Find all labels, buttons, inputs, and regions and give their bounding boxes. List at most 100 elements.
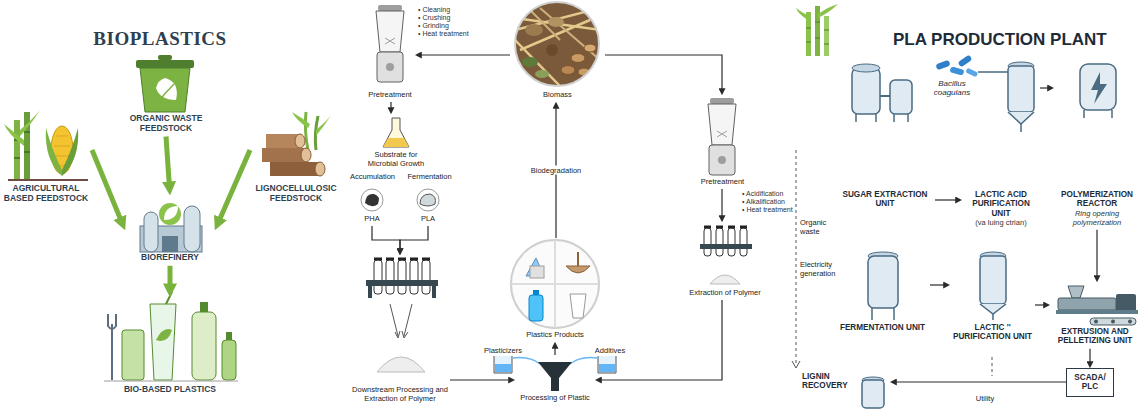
purification-tank — [1008, 112, 1034, 124]
biorefinery-icon — [140, 203, 202, 252]
purification-tank — [980, 252, 1006, 320]
branch-label: Fermentation — [402, 172, 457, 181]
test-tube-rack — [374, 258, 430, 261]
polymer-node: PLA — [408, 188, 448, 226]
node-label: Pretreatment — [697, 177, 748, 186]
process-arrow — [1035, 304, 1046, 305]
flask-icon — [383, 118, 409, 147]
dashed-flow-line — [792, 150, 992, 376]
node-note: Ring opening polymerization — [1056, 209, 1138, 227]
organic-waste-bin — [158, 84, 174, 102]
node-label: Downstream Processing and Extraction of … — [352, 385, 448, 403]
extraction-tanks — [890, 80, 912, 114]
biomass-node: Biomass — [510, 2, 605, 102]
biomass-photo — [584, 44, 596, 52]
reactor-icon — [1080, 64, 1116, 118]
test-tube-rack — [704, 228, 711, 256]
process-step: Processing of Plastic — [515, 355, 595, 405]
step-bullet: • Cleaning — [418, 6, 450, 14]
fermentation-tank — [868, 252, 898, 320]
blender-icon — [717, 131, 727, 137]
biomass-photo — [548, 17, 564, 27]
node-label: Biomass — [512, 90, 603, 99]
purification-tank — [980, 256, 1006, 304]
extruder-icon — [1128, 320, 1132, 324]
blender-icon — [376, 5, 404, 82]
biomass-photo — [535, 70, 549, 78]
blender-icon — [376, 11, 404, 52]
test-tube-rack — [374, 260, 382, 294]
blender-icon — [718, 156, 726, 164]
biorefinery-icon — [144, 212, 158, 252]
extraction-tanks — [852, 64, 912, 122]
blender-icon — [386, 63, 394, 71]
branch-label: Accumulation — [345, 172, 400, 181]
sugarcane-icon — [824, 16, 829, 56]
plastic-products-circle — [511, 240, 599, 328]
flow-arrow — [166, 137, 169, 187]
products-node: Plastics Products — [505, 238, 605, 342]
test-tube-rack — [422, 260, 430, 294]
sugarcane-corn-icon — [4, 110, 88, 180]
extruder-icon — [1068, 286, 1084, 298]
process-step: Extraction of Polymer — [687, 222, 763, 300]
lignocellulosic-icon — [301, 148, 311, 162]
process-arrow — [390, 102, 391, 110]
extruder-icon — [1056, 286, 1138, 325]
node-label: BIOREFINERY — [127, 253, 213, 263]
test-tube-rack — [716, 228, 723, 256]
flask-icon — [383, 138, 409, 147]
blender-icon — [709, 145, 735, 175]
lignocellulosic-icon — [305, 112, 308, 150]
extruder-icon — [1058, 298, 1116, 310]
purification-tank — [978, 71, 1008, 73]
biomass-photo — [522, 57, 538, 67]
organic-waste-bin — [156, 78, 177, 100]
node-label: POLYMERIZATION REACTOR — [1056, 190, 1138, 209]
beaker-icon — [494, 356, 512, 373]
bacteria-icon — [935, 55, 978, 78]
step-bullet: • Acidification — [742, 190, 783, 198]
bio-plastics-icon — [104, 381, 238, 382]
purification-tank — [978, 62, 1034, 132]
node-label: LIGNIN RECOVERY — [802, 372, 854, 391]
additive-label: Plasticizers — [478, 346, 528, 355]
biorefinery-icon — [164, 206, 178, 220]
process-step: Pretreatment — [365, 2, 415, 102]
node-label: LACTIC ACID PURIFICATION UNIT — [964, 190, 1038, 218]
plant-unit: POLYMERIZATION REACTORRing opening polym… — [1054, 58, 1140, 230]
plant-unit: FERMENTATION UNIT — [835, 245, 930, 335]
control-box: SCADA/ PLC — [1066, 368, 1114, 397]
sugarcane-icon — [796, 8, 810, 20]
substrate-node: Substrate for Microbial Growth — [365, 114, 427, 171]
flow-arrow — [92, 150, 122, 223]
process-arrow — [554, 346, 555, 355]
node-label: Substrate for Microbial Growth — [367, 150, 425, 168]
blender-icon — [708, 104, 736, 145]
fermentation-tank — [868, 256, 898, 308]
lignin-tank — [862, 377, 884, 408]
extraction-tanks — [852, 68, 880, 114]
funnel-icon — [538, 362, 572, 391]
flow-arrow — [218, 150, 250, 223]
node-label: AGRICULTURAL BASED FEEDSTOCK — [2, 184, 90, 204]
blender-icon — [378, 5, 402, 11]
organic-waste-bin — [158, 55, 172, 60]
flask-icon — [383, 118, 409, 147]
sugarcane-icon — [818, 4, 838, 18]
node-label: LIGNOCELLULOSIC FEEDSTOCK — [252, 184, 340, 204]
panel-title: PLA PRODUCTION PLANT — [893, 30, 1107, 50]
blender-icon — [708, 98, 736, 175]
product-node: BIO-BASED PLASTICS — [95, 297, 245, 398]
organic-waste-bin — [140, 68, 190, 112]
sugarcane-corn-icon — [14, 120, 20, 180]
process-arrow — [450, 379, 511, 380]
process-arrow — [419, 54, 510, 55]
extraction-tanks — [856, 114, 908, 122]
lignocellulosic-icon — [315, 162, 325, 176]
biomass-photo — [515, 2, 599, 86]
lignocellulosic-icon — [270, 162, 320, 176]
blender-icon — [377, 52, 403, 82]
flow-note: Organic waste — [800, 218, 844, 236]
